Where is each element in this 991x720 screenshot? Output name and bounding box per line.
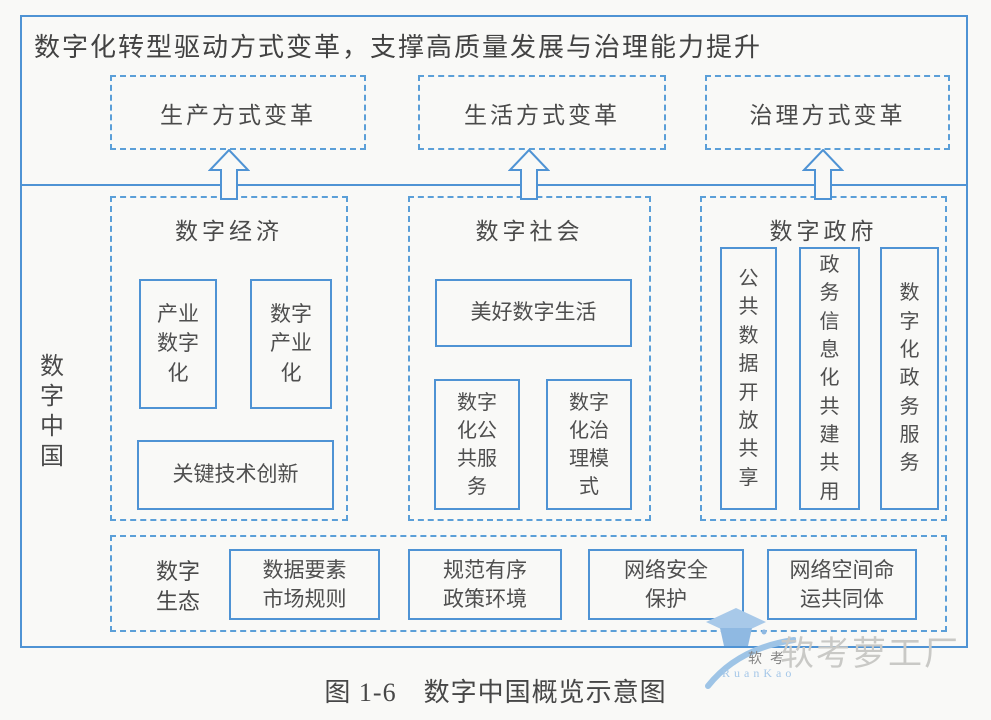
item-key-tech-innovation: 关键技术创新 <box>137 440 334 510</box>
figure-caption: 图 1-6 数字中国概览示意图 <box>324 678 667 707</box>
item-cyberspace-community: 网络空间命运共同体 <box>767 549 917 620</box>
section-divider-line <box>20 184 968 186</box>
item-industry-digitalization: 产业数字化 <box>139 279 217 409</box>
graduation-cap-icon <box>705 608 796 689</box>
outcome-box-governance: 治理方式变革 <box>705 75 950 150</box>
column-digital-society: 数字社会 美好数字生活 数字化公共服务 数字化治理模式 <box>408 196 651 521</box>
arrow-up-icon <box>802 149 844 200</box>
item-policy-environment: 规范有序政策环境 <box>408 549 562 620</box>
item-data-market-rules: 数据要素市场规则 <box>229 549 380 620</box>
ecosystem-label: 数字生态 <box>155 559 200 614</box>
diagram-header: 数字化转型驱动方式变革，支撑高质量发展与治理能力提升 <box>34 33 763 62</box>
ecosystem-strip: 数字生态 数据要素市场规则 规范有序政策环境 网络安全保护 网络空间命运共同体 <box>110 535 947 632</box>
item-cybersecurity-protection: 网络安全保护 <box>588 549 744 620</box>
outcome-label: 生活方式变革 <box>464 102 620 128</box>
watermark-brand: 软考萝工厂 <box>780 636 960 673</box>
item-digital-gov-services: 数字化政务服务 <box>880 247 939 510</box>
column-title: 数字政府 <box>769 219 878 244</box>
side-label-digital-china: 数字中国 <box>40 354 64 470</box>
watermark-name-en: RuanKao <box>722 666 796 680</box>
column-title: 数字经济 <box>175 219 283 244</box>
outcome-label: 治理方式变革 <box>749 102 906 128</box>
item-digital-public-services: 数字化公共服务 <box>434 379 520 510</box>
outcome-box-production: 生产方式变革 <box>110 75 366 150</box>
item-digital-governance-model: 数字化治理模式 <box>546 379 632 510</box>
watermark-name-cn: 软考 <box>748 652 792 667</box>
arrow-up-icon <box>508 149 550 200</box>
outcome-box-life: 生活方式变革 <box>418 75 666 150</box>
arrow-up-icon <box>208 149 250 200</box>
column-digital-government: 数字政府 公共数据开放共享 政务信息化共建共用 数字化政务服务 <box>700 196 947 521</box>
item-better-digital-life: 美好数字生活 <box>435 279 632 347</box>
item-egov-info-co-construction: 政务信息化共建共用 <box>799 247 860 510</box>
watermark: 软考 RuanKao 软考萝工厂 <box>698 596 988 696</box>
item-public-data-sharing: 公共数据开放共享 <box>720 247 777 510</box>
outcome-label: 生产方式变革 <box>160 102 316 128</box>
item-digital-industrialization: 数字产业化 <box>250 279 332 409</box>
diagram-outer-frame <box>20 15 968 648</box>
column-title: 数字社会 <box>475 219 584 244</box>
column-digital-economy: 数字经济 产业数字化 数字产业化 关键技术创新 <box>110 196 348 521</box>
